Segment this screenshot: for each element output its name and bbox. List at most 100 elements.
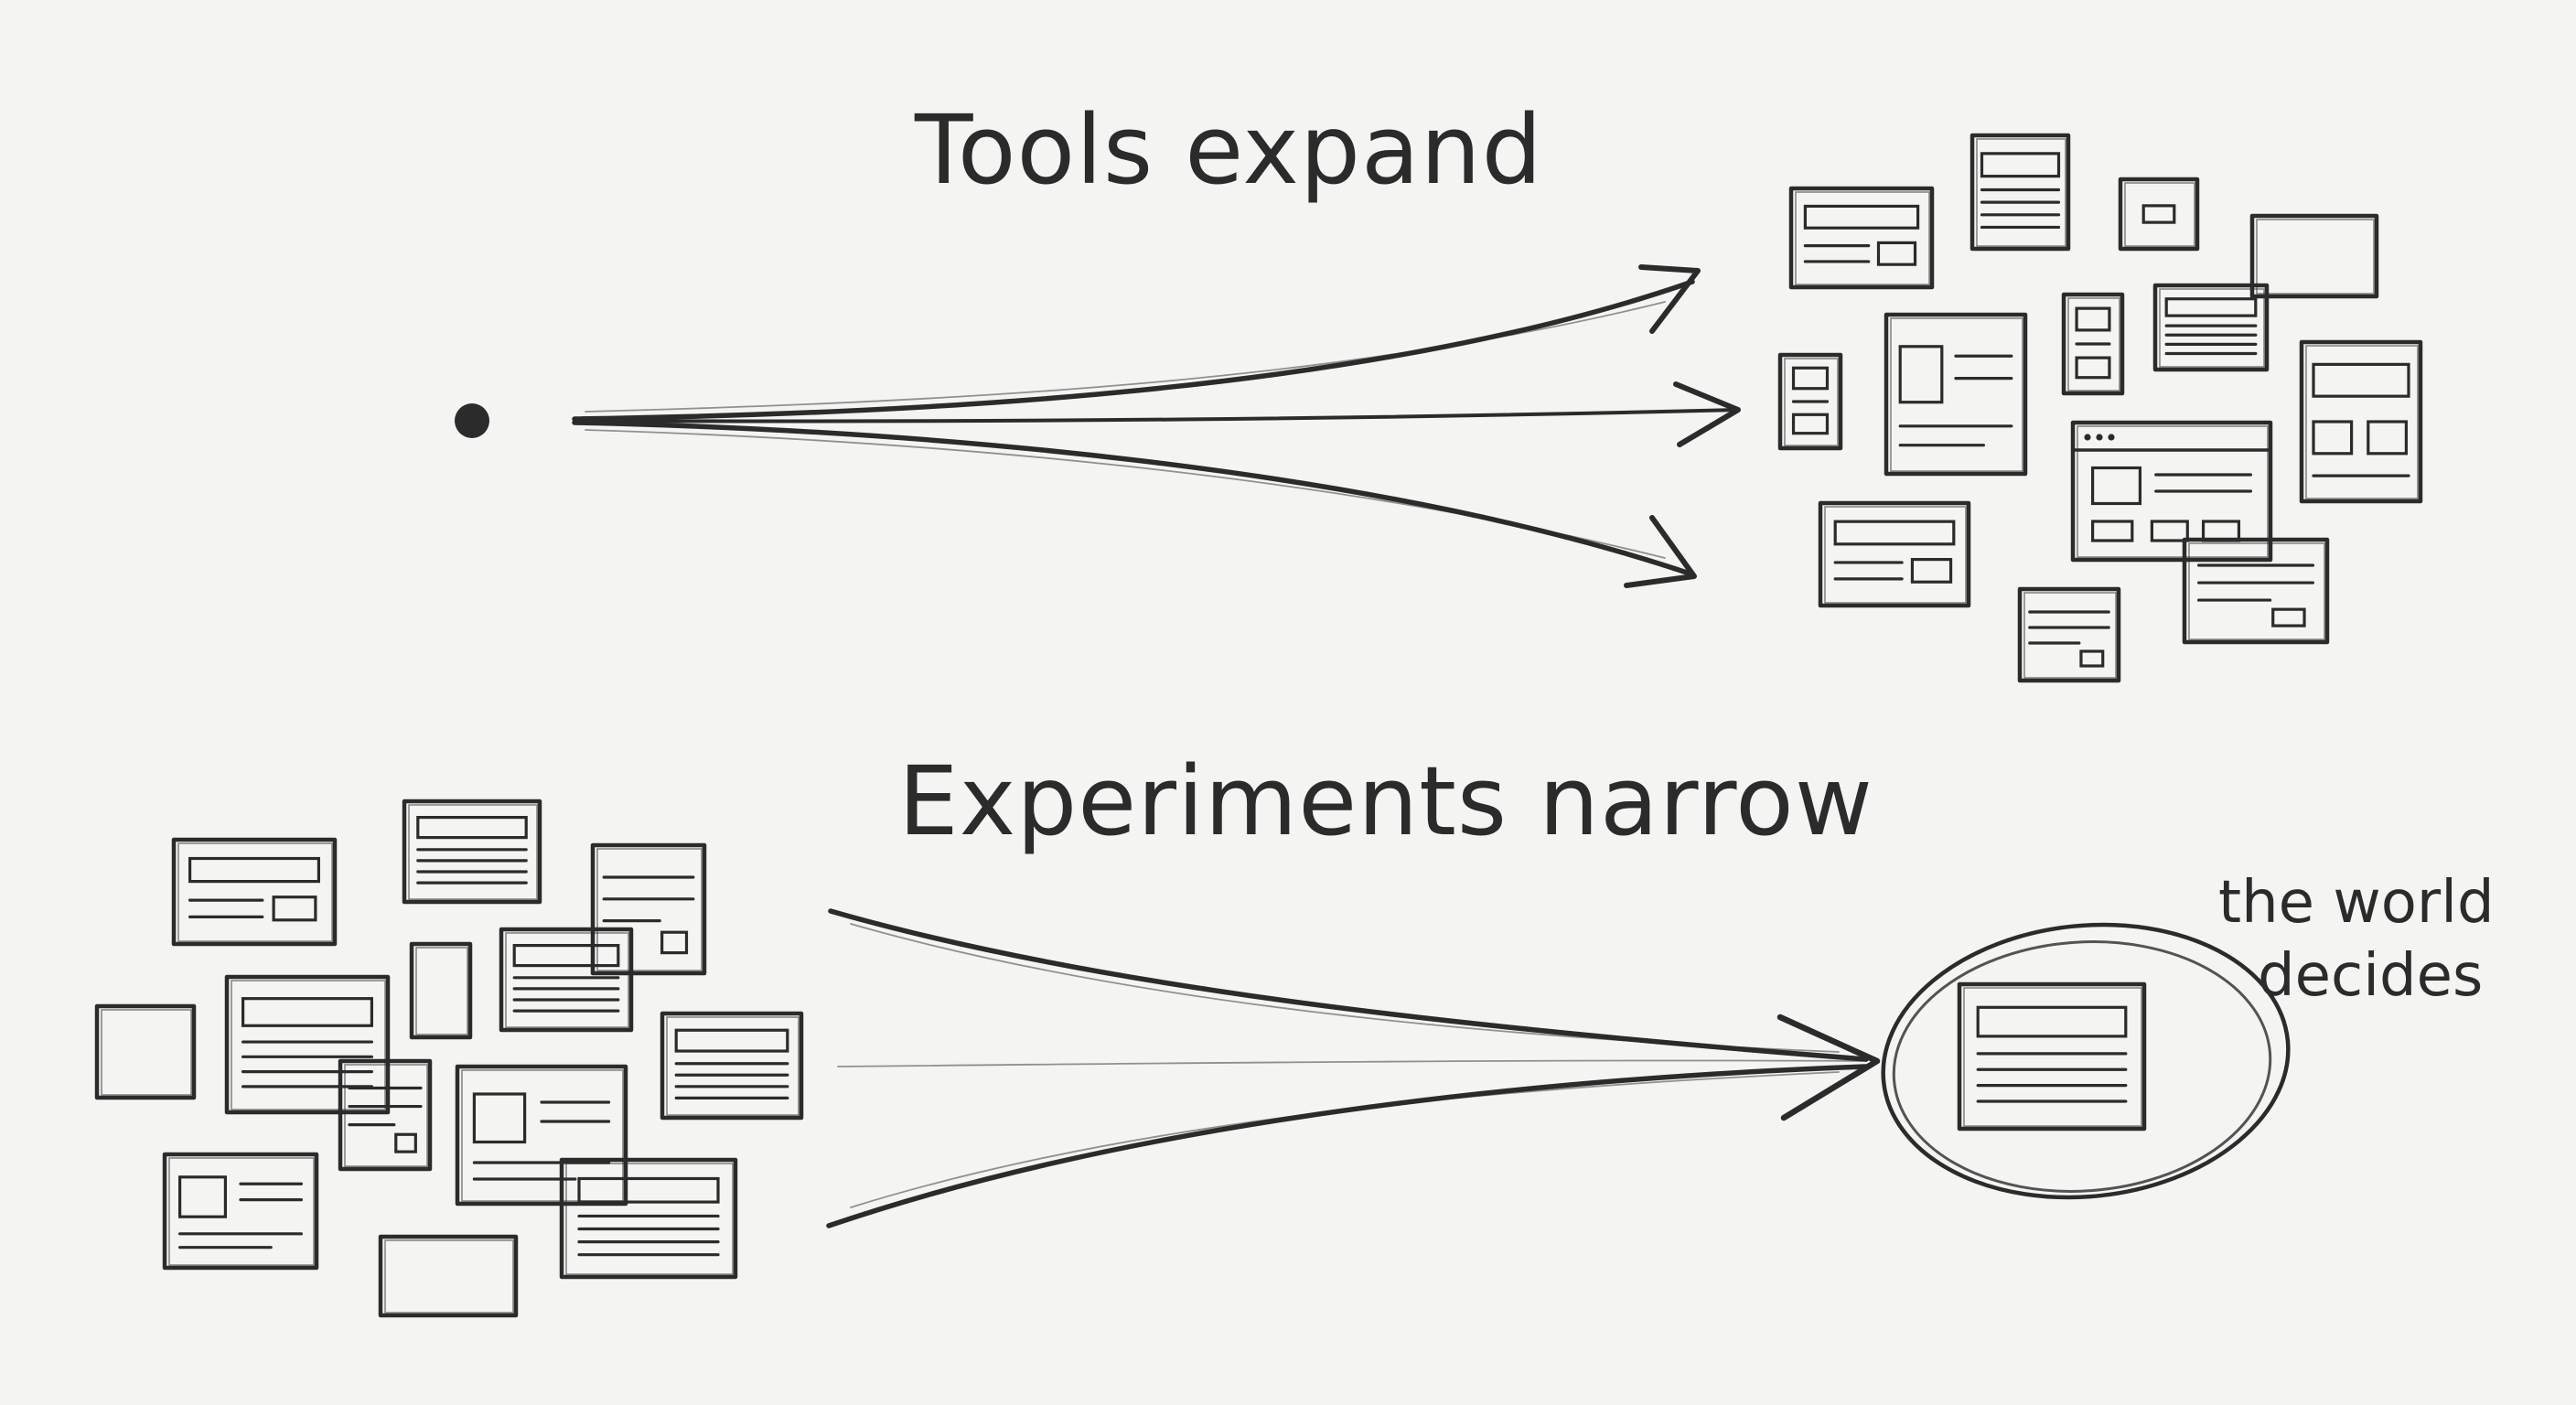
card-content-box: [1791, 413, 1830, 435]
card-content-box: [2312, 420, 2354, 456]
card-content-box: [2079, 649, 2105, 668]
bottom-card-5: [409, 941, 473, 1040]
arrow-head-up: [1638, 264, 1701, 334]
top-card-3: [2249, 213, 2379, 299]
card-outline: [2249, 213, 2379, 299]
card-content-box: [2091, 520, 2134, 542]
bottom-card-6: [499, 927, 634, 1033]
bottom-card-9: [455, 1064, 628, 1207]
card-outline: [2118, 177, 2200, 252]
converging-arrow-line-0: [828, 908, 1869, 1062]
card-outline: [1957, 981, 2147, 1132]
converging-arrow-line-1: [837, 1059, 1867, 1067]
card-outline-sketch: [2077, 425, 2269, 558]
card-outline-sketch: [2188, 542, 2325, 640]
card-outline-sketch: [2256, 219, 2375, 295]
card-content-box: [2075, 356, 2111, 380]
card-outline: [94, 1003, 197, 1100]
card-outline: [2070, 420, 2273, 563]
card-outline-sketch: [1890, 317, 2023, 472]
card-outline-sketch: [1976, 138, 2066, 247]
diverging-arrow-line-2: [572, 420, 1695, 577]
arrow-head-down: [1624, 515, 1697, 588]
top-card-6: [2152, 283, 2270, 372]
card-outline: [2152, 283, 2270, 372]
bottom-card-1: [402, 799, 542, 905]
card-outline: [2017, 586, 2121, 683]
bottom-card-3: [94, 1003, 197, 1100]
experiments-narrow-heading: Experiments narrow: [898, 745, 1873, 857]
card-outline-sketch: [101, 1009, 192, 1096]
card-outline-sketch: [1795, 191, 1930, 285]
experiments-cluster: [94, 799, 804, 1318]
card-outline-sketch: [2067, 297, 2120, 391]
card-content-box: [188, 856, 321, 884]
card-content-box: [272, 896, 317, 922]
top-card-1: [1970, 133, 2071, 252]
top-card-10: [1818, 500, 1971, 608]
bottom-card-10: [162, 1152, 319, 1271]
card-content-box: [1833, 520, 1956, 546]
converging-arrow-head: [1776, 1014, 1881, 1121]
diverging-arrow-line-1: [573, 408, 1740, 424]
bottom-card-4: [224, 974, 391, 1115]
card-outline-sketch: [384, 1239, 514, 1314]
window-dot: [2096, 434, 2103, 441]
card-outline: [660, 1011, 804, 1121]
card-content-box: [2367, 420, 2409, 456]
card-outline: [559, 1157, 738, 1280]
card-outline-sketch: [666, 1016, 800, 1116]
window-dot: [2084, 434, 2091, 441]
card-outline: [1970, 133, 2071, 252]
top-card-8: [1777, 352, 1843, 451]
card-content-box: [1898, 345, 1944, 404]
card-content-box: [394, 1132, 417, 1153]
bottom-card-0: [171, 837, 338, 947]
converging-arrow-line-2: [826, 1064, 1869, 1228]
card-content-box: [2164, 297, 2258, 317]
selected-idea: [1881, 922, 2291, 1200]
card-outline: [2061, 292, 2125, 396]
card-outline-sketch: [2305, 345, 2419, 499]
narrow-diagram: [94, 799, 2291, 1318]
diverging-arrow-line-4: [585, 429, 1666, 559]
top-card-12: [2017, 586, 2121, 683]
card-outline-sketch: [344, 1064, 428, 1167]
expand-diagram: [455, 133, 2423, 683]
diverging-arrow-line-3: [585, 301, 1666, 413]
card-content-box: [512, 943, 620, 968]
card-outline-sketch: [168, 1157, 315, 1266]
card-outline: [1788, 186, 1935, 290]
card-content-box: [416, 815, 528, 840]
card-content-box: [674, 1028, 789, 1053]
card-outline-sketch: [177, 842, 333, 942]
top-card-5: [2061, 292, 2125, 396]
card-outline-sketch: [231, 980, 386, 1110]
card-outline: [499, 927, 634, 1033]
card-outline-sketch: [2159, 288, 2265, 368]
card-outline-sketch: [565, 1163, 734, 1275]
bottom-card-7: [660, 1011, 804, 1121]
card-outline-sketch: [2023, 592, 2117, 679]
card-outline-sketch: [1824, 506, 1967, 604]
bottom-card-8: [338, 1058, 433, 1172]
card-content-box: [577, 1176, 720, 1204]
card-outline: [2299, 339, 2423, 504]
card-outline-sketch: [461, 1069, 624, 1202]
card-content-box: [2271, 607, 2306, 627]
card-outline-sketch: [1963, 987, 2142, 1127]
card-outline-sketch: [1784, 358, 1839, 446]
card-outline: [455, 1064, 628, 1207]
card-outline: [2182, 537, 2330, 645]
card-content-box: [1791, 366, 1830, 391]
card-outline: [162, 1152, 319, 1271]
card-content-box: [660, 930, 689, 955]
converging-arrows: [826, 908, 1881, 1228]
card-content-box: [2075, 306, 2111, 332]
converging-arrow-line-4: [850, 1071, 1840, 1208]
diverging-arrow-line-0: [572, 279, 1695, 422]
card-content-box: [2150, 520, 2189, 542]
card-outline-sketch: [408, 804, 538, 900]
card-content-box: [1980, 152, 2061, 178]
